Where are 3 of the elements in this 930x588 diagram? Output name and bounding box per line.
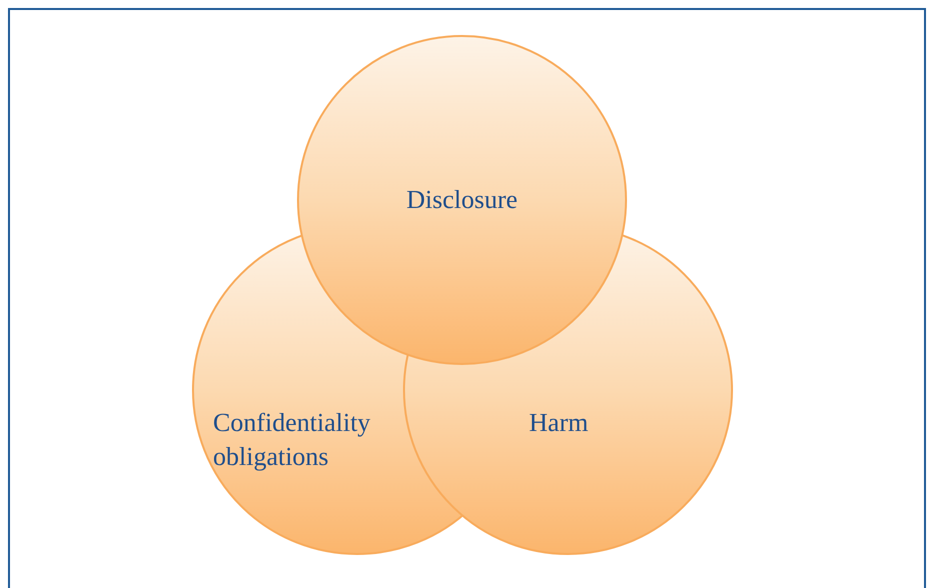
circle-label: Disclosure — [405, 184, 519, 216]
circle-label: Harm — [529, 407, 590, 439]
circle-label: Confidentiality obligations — [213, 407, 372, 473]
